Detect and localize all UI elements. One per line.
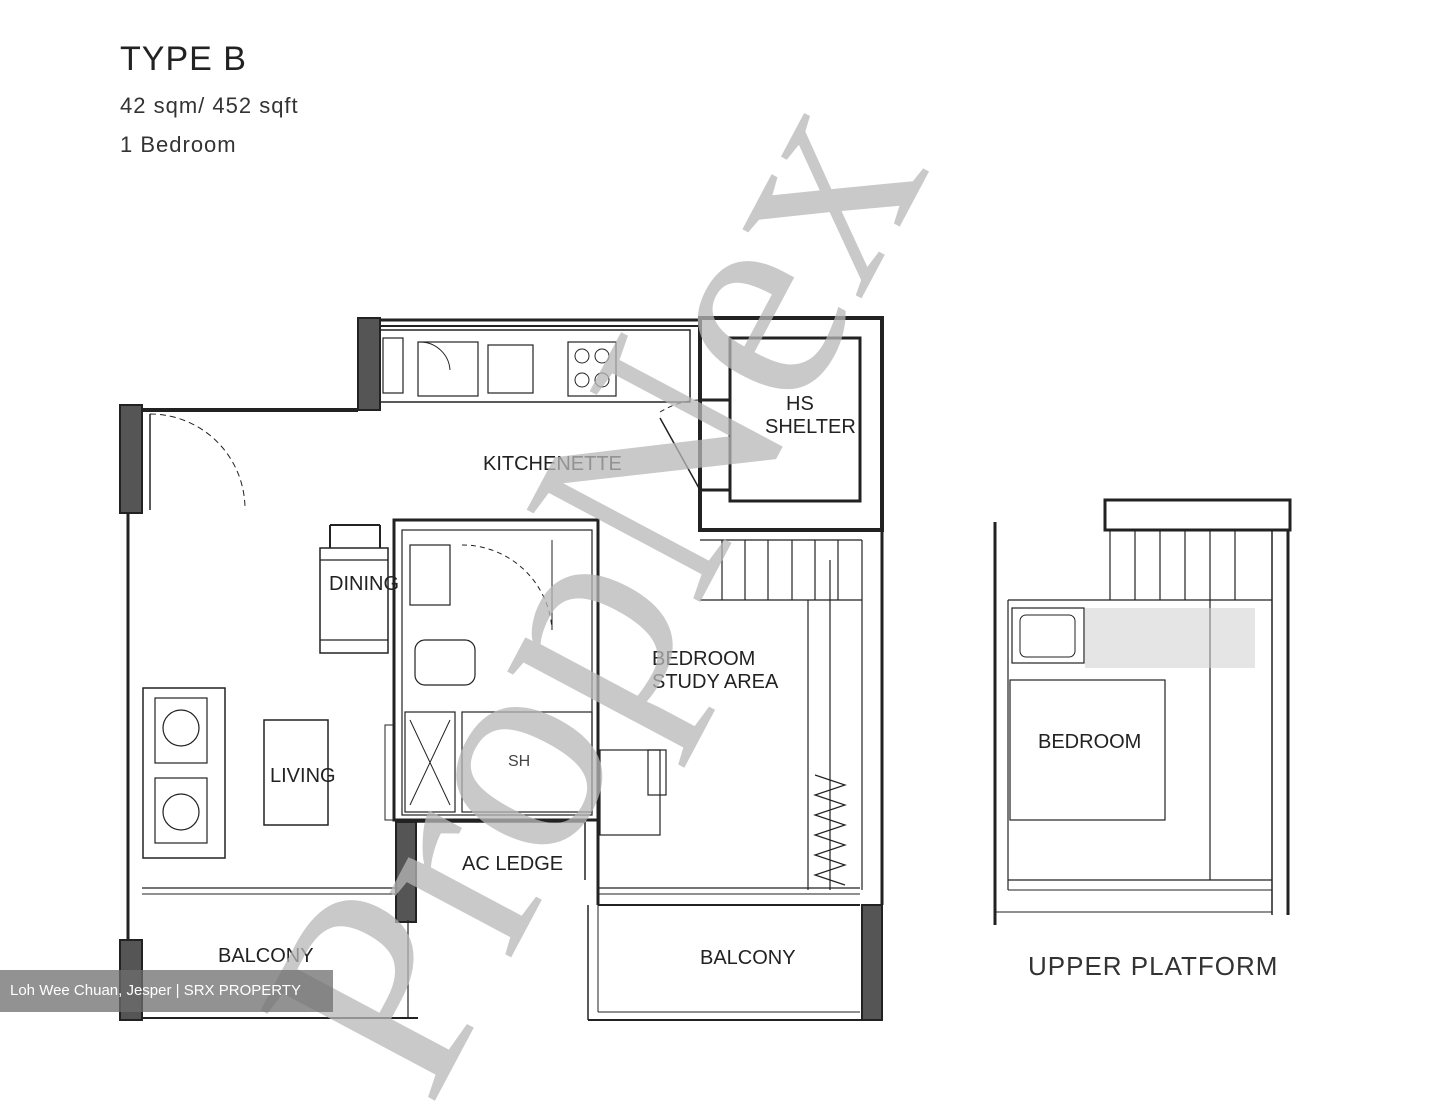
unit-area: 42 sqm/ 452 sqft — [120, 93, 299, 118]
dining-label: DINING — [329, 573, 399, 595]
study-label-line1: BEDROOM — [652, 648, 755, 670]
kitchen-window — [357, 317, 381, 411]
balcony-left-label: BALCONY — [218, 945, 314, 967]
hs-label: HS — [786, 393, 814, 415]
window-right-lower — [861, 904, 883, 1021]
kitchenette-label: KITCHENETTE — [483, 453, 622, 475]
living-label: LIVING — [270, 765, 336, 787]
unit-type-title: TYPE B — [120, 40, 247, 78]
shelter-label-text: SHELTER — [765, 416, 856, 438]
bedroom-label: BEDROOM — [1038, 731, 1141, 753]
ac-ledge-label: AC LEDGE — [462, 853, 563, 875]
window-left-upper — [119, 404, 143, 514]
upper-platform-label: UPPER PLATFORM — [1028, 951, 1278, 981]
study-label-line2: STUDY AREA — [652, 671, 779, 693]
balcony-right-label: BALCONY — [700, 947, 796, 969]
sh-label: SH — [508, 753, 530, 770]
credit-banner: Loh Wee Chuan, Jesper | SRX PROPERTY — [0, 970, 333, 1012]
bedroom-count: 1 Bedroom — [120, 132, 237, 157]
